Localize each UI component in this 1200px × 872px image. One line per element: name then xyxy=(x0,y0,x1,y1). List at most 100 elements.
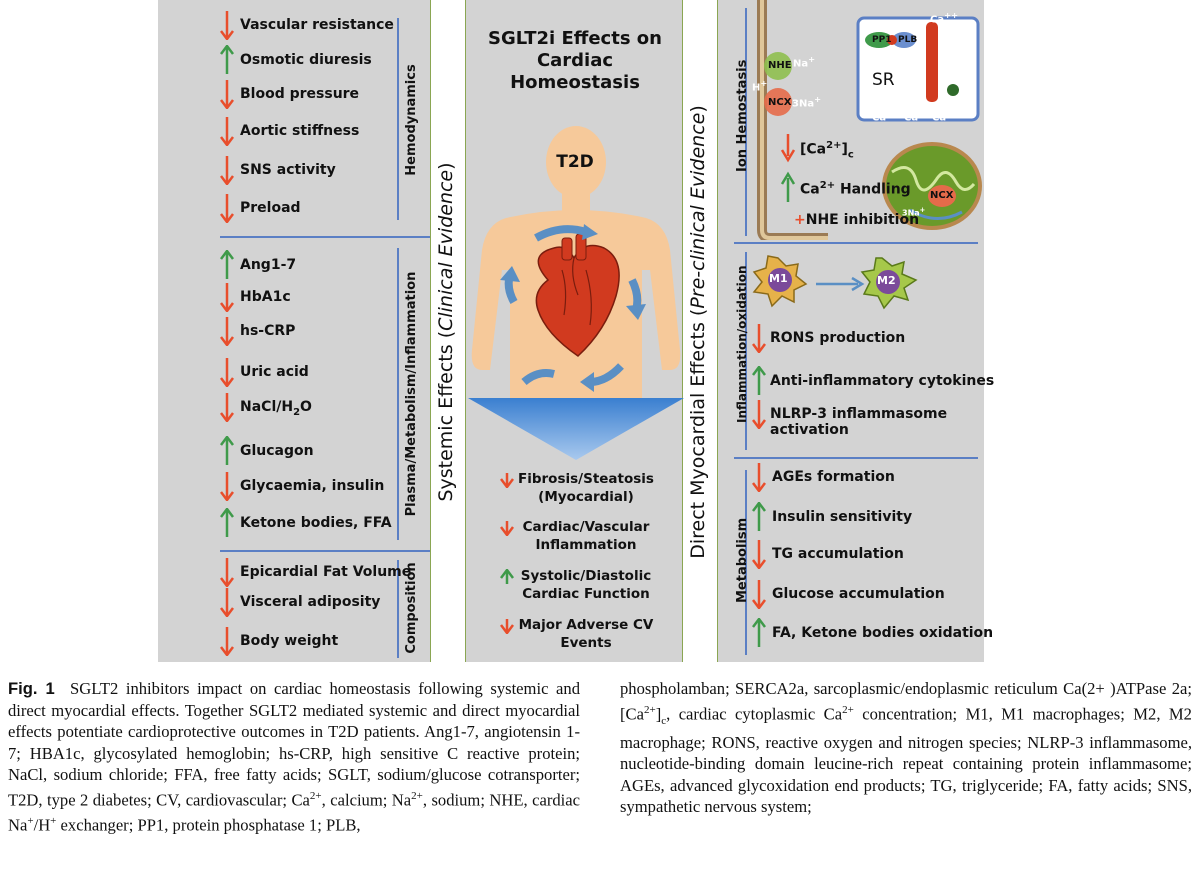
outcome-line2: (Myocardial) xyxy=(538,489,634,505)
effect-item-text: FA, Ketone bodies oxidation xyxy=(772,625,994,641)
ca-sr-1: Ca++ xyxy=(888,95,917,111)
down-arrow-icon xyxy=(220,393,234,422)
up-arrow-icon xyxy=(220,250,234,279)
effect-item-text: NLRP-3 inflammasome xyxy=(770,406,948,422)
effect-item: Visceral adiposity xyxy=(240,594,380,610)
direct-strip xyxy=(682,0,718,662)
plasma-label: Plasma/Metabolism/Inflammation xyxy=(404,271,419,517)
down-arrow-icon xyxy=(500,619,514,634)
effect-item: Epicardial Fat Volume xyxy=(240,564,411,580)
down-arrow-icon xyxy=(752,400,766,429)
outcome-item: Fibrosis/Steatosis(Myocardial) xyxy=(516,470,656,506)
m2-label: M2 xyxy=(877,274,896,287)
down-arrow-icon xyxy=(220,472,234,501)
effect-item: FA, Ketone bodies oxidation xyxy=(772,625,993,641)
outcome-line2: Cardiac Function xyxy=(522,586,650,602)
effect-item-text: Glucagon xyxy=(240,443,314,459)
up-arrow-icon xyxy=(752,502,766,531)
systemic-strip xyxy=(430,0,466,662)
up-arrow-icon xyxy=(220,45,234,74)
effect-item: RONS production xyxy=(770,330,905,346)
effect-item-tail: O xyxy=(300,399,312,415)
metabolism-label: Metabolism xyxy=(735,517,750,603)
effect-item: Glucose accumulation xyxy=(772,586,945,602)
nhe-inhibition-item: +NHE inhibition xyxy=(794,212,920,228)
effect-item: Anti-inflammatory cytokines xyxy=(770,373,994,389)
down-arrow-icon xyxy=(500,473,514,488)
effect-item-text: AGEs formation xyxy=(772,469,895,485)
effect-item-text: Insulin sensitivity xyxy=(772,509,913,525)
pp1-label: PP1 xyxy=(872,35,892,45)
h-plus-label: H+ xyxy=(752,78,768,94)
left-dividers xyxy=(220,18,430,658)
effect-item: Preload xyxy=(240,200,301,216)
up-arrow-icon xyxy=(500,569,514,584)
effect-item: Ang1-7 xyxy=(240,257,296,273)
macrophage-illustration xyxy=(752,255,918,310)
effect-item: Body weight xyxy=(240,633,338,649)
effect-item: Glycaemia, insulin xyxy=(240,478,384,494)
effect-item-text: Aortic stiffness xyxy=(240,123,360,139)
ion-arrows xyxy=(780,134,796,202)
down-arrow-icon xyxy=(220,627,234,656)
ca-sr-2: Ca++ xyxy=(872,108,901,124)
ncx-label: NCX xyxy=(768,97,792,108)
t2d-label: T2D xyxy=(556,152,594,172)
effect-item-text: Uric acid xyxy=(240,364,309,380)
down-arrow-icon xyxy=(220,156,234,185)
caption-right: phospholamban; SERCA2a, sarcoplasmic/end… xyxy=(620,679,1192,817)
up-arrow-icon xyxy=(752,618,766,647)
down-arrow-icon xyxy=(500,521,514,536)
ion-illustration xyxy=(757,0,982,240)
outcome-line2: Inflammation xyxy=(535,537,637,553)
effect-item-text: SNS activity xyxy=(240,162,336,178)
effect-item: Uric acid xyxy=(240,364,309,380)
down-arrow-icon xyxy=(752,580,766,609)
effect-item-text: Preload xyxy=(240,200,301,216)
effect-item-text: Glucose accumulation xyxy=(772,586,945,602)
outcome-line1: Systolic/Diastolic xyxy=(520,568,652,584)
effect-item-text: Osmotic diuresis xyxy=(240,52,372,68)
inflammation-label: Inflammation/oxidation xyxy=(735,265,749,423)
ca-c-item: [Ca2+]c xyxy=(800,140,854,161)
effect-item: HbA1c xyxy=(240,289,291,305)
effect-item-text: Glycaemia, insulin xyxy=(240,478,385,494)
effect-item-text: hs-CRP xyxy=(240,323,296,339)
nhe-label: NHE xyxy=(768,60,792,71)
effect-item-text: Epicardial Fat Volume xyxy=(240,564,412,580)
effect-item: Vascular resistance xyxy=(240,17,394,33)
effect-item-text: Ang1-7 xyxy=(240,257,297,273)
effect-item-text: Ketone bodies, FFA xyxy=(240,515,392,531)
down-arrow-icon xyxy=(220,317,234,346)
effect-item-text: NaCl/H xyxy=(240,399,294,415)
ca-top-label: Ca++ xyxy=(930,10,959,26)
effect-item: TG accumulation xyxy=(772,546,904,562)
effect-item: Glucagon xyxy=(240,443,314,459)
ca-sr-3: Ca++ xyxy=(904,108,933,124)
down-arrow-icon xyxy=(220,358,234,387)
effect-item-text: Body weight xyxy=(240,633,339,649)
effect-item: Aortic stiffness xyxy=(240,123,359,139)
caption-left: Fig. 1 SGLT2 inhibitors impact on cardia… xyxy=(8,679,580,835)
effect-item-text: HbA1c xyxy=(240,289,291,305)
effect-item: AGEs formation xyxy=(772,469,895,485)
effect-item: NaCl/H2O xyxy=(240,399,312,418)
m1-label: M1 xyxy=(769,272,788,285)
sr-label: SR xyxy=(872,70,895,90)
outcome-line2: Events xyxy=(560,635,612,651)
effect-item-text: Anti-inflammatory cytokines xyxy=(770,373,995,389)
outcome-line1: Cardiac/Vascular xyxy=(522,519,650,535)
body-illustration xyxy=(468,126,684,460)
hemodynamics-label: Hemodynamics xyxy=(404,64,419,176)
effect-item-text: Visceral adiposity xyxy=(240,594,381,610)
up-arrow-icon xyxy=(220,436,234,465)
down-arrow-icon xyxy=(752,540,766,569)
direct-effects-label: Direct Myocardial Effects (Pre-clinical … xyxy=(687,105,709,559)
down-arrow-icon xyxy=(220,588,234,617)
effect-item: Insulin sensitivity xyxy=(772,509,912,525)
effect-item-text: TG accumulation xyxy=(772,546,904,562)
